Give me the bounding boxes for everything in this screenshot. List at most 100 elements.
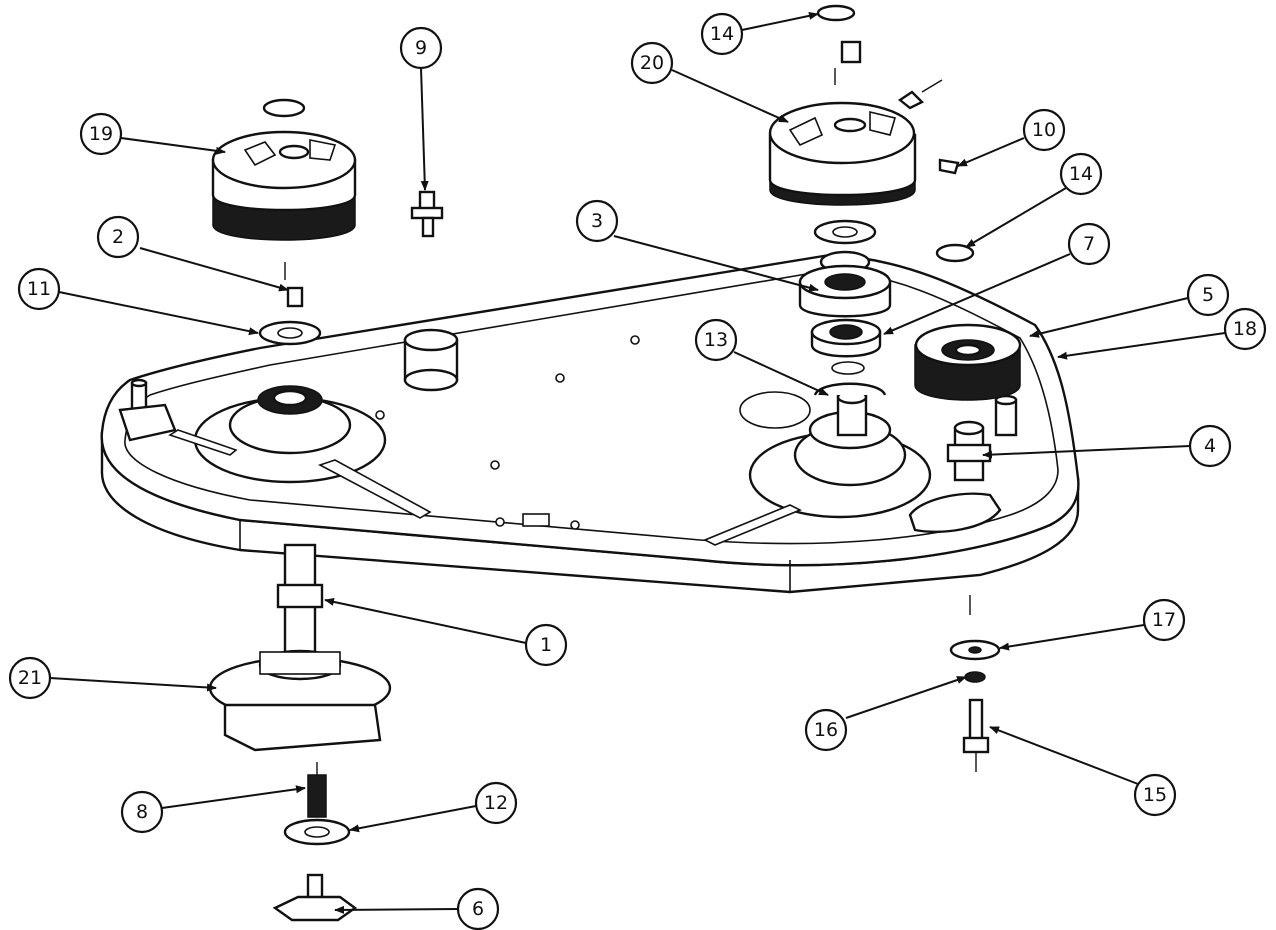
- set-screw-10: [938, 158, 960, 175]
- callout-circle: [79, 112, 123, 156]
- callout-13: 13: [694, 318, 738, 362]
- callout-10: 10: [1022, 108, 1066, 152]
- callout-label: 3: [591, 210, 603, 232]
- leader-line-18: [1057, 332, 1226, 360]
- callout-6: 6: [456, 887, 500, 930]
- callout-20: 20: [630, 41, 674, 85]
- callout-19: 19: [79, 112, 123, 156]
- callout-18: 18: [1223, 307, 1267, 351]
- leader-line-16: [845, 676, 967, 719]
- callout-14: 14: [1059, 152, 1103, 196]
- leader-line-1: [324, 597, 527, 644]
- leader-line-14: [741, 11, 819, 31]
- callout-9: 9: [399, 26, 443, 70]
- callout-circle: [1067, 222, 1111, 266]
- callout-1: 1: [524, 623, 568, 667]
- callout-label: 2: [112, 226, 124, 248]
- leader-line-15: [989, 726, 1139, 785]
- callout-circle: [1059, 152, 1103, 196]
- callout-label: 14: [710, 23, 734, 45]
- callout-circle: [456, 887, 500, 930]
- pulley-20: [768, 101, 917, 206]
- callout-label: 15: [1143, 784, 1167, 806]
- callout-circle: [1188, 424, 1232, 468]
- callout-label: 5: [1202, 284, 1214, 306]
- callout-label: 19: [89, 123, 113, 145]
- callout-circle: [17, 267, 61, 311]
- callout-8: 8: [120, 790, 164, 834]
- callout-circle: [694, 318, 738, 362]
- bearing-stack-3-7: [798, 219, 892, 358]
- callout-label: 6: [472, 898, 484, 920]
- callout-label: 18: [1233, 318, 1257, 340]
- leader-line-13: [733, 351, 829, 396]
- callout-label: 21: [18, 667, 42, 689]
- callout-16: 16: [804, 708, 848, 752]
- callout-circle: [630, 41, 674, 85]
- leader-line-5: [1029, 297, 1189, 338]
- callout-5: 5: [1186, 273, 1230, 317]
- callout-label: 11: [27, 278, 51, 300]
- callout-circle: [804, 708, 848, 752]
- callout-7: 7: [1067, 222, 1111, 266]
- spindle-assembly-21: [208, 543, 392, 752]
- callout-circle: [1022, 108, 1066, 152]
- bolt-9: [410, 190, 444, 238]
- callout-21: 21: [8, 656, 52, 700]
- ring-14-top: [816, 4, 856, 22]
- key-2: [284, 262, 304, 308]
- callout-circle: [474, 781, 518, 825]
- leader-line-3: [613, 235, 819, 292]
- callout-label: 9: [415, 37, 427, 59]
- leader-line-20: [671, 69, 789, 123]
- base-plate: [100, 253, 1080, 594]
- callout-label: 7: [1083, 233, 1095, 255]
- pin-8: [307, 762, 327, 818]
- snap-ring-13: [813, 361, 887, 396]
- callout-circle: [575, 199, 619, 243]
- callout-label: 4: [1204, 435, 1216, 457]
- leader-line-9: [420, 67, 429, 191]
- callout-4: 4: [1188, 424, 1232, 468]
- nut-6: [272, 873, 358, 922]
- pin-top-right: [897, 79, 943, 110]
- leader-lines: [49, 11, 1226, 914]
- leader-line-10: [957, 137, 1025, 167]
- callout-11: 11: [17, 267, 61, 311]
- leader-line-7: [883, 253, 1071, 335]
- callout-circle: [1133, 773, 1177, 817]
- callout-label: 13: [704, 329, 728, 351]
- leader-line-2: [139, 247, 289, 292]
- leader-line-11: [58, 291, 259, 336]
- idler-shaft-4: [946, 420, 992, 482]
- callout-label: 1: [540, 634, 552, 656]
- callout-label: 20: [640, 52, 664, 74]
- callout-15: 15: [1133, 773, 1177, 817]
- idler-pulley-5: [914, 323, 1022, 401]
- callout-14: 14: [700, 12, 744, 56]
- callout-12: 12: [474, 781, 518, 825]
- callout-circle: [8, 656, 52, 700]
- leader-line-6: [334, 905, 459, 914]
- callout-label: 16: [814, 719, 838, 741]
- leader-line-19: [120, 137, 226, 155]
- lock-washer-16: [964, 671, 986, 683]
- leader-line-8: [161, 785, 306, 809]
- callout-circle: [1186, 273, 1230, 317]
- ring-14-right: [935, 243, 975, 263]
- leader-line-4: [982, 445, 1191, 459]
- key-top: [834, 40, 862, 85]
- callout-circle: [96, 215, 140, 259]
- leader-line-21: [49, 677, 217, 692]
- callout-circle: [399, 26, 443, 70]
- callout-circle: [1223, 307, 1267, 351]
- callout-17: 17: [1142, 598, 1186, 642]
- callout-label: 17: [1152, 609, 1176, 631]
- callout-label: 14: [1069, 163, 1093, 185]
- leader-line-14: [965, 187, 1067, 248]
- callout-label: 12: [484, 792, 508, 814]
- callout-2: 2: [96, 215, 140, 259]
- callout-label: 8: [136, 801, 148, 823]
- leader-line-17: [999, 624, 1145, 651]
